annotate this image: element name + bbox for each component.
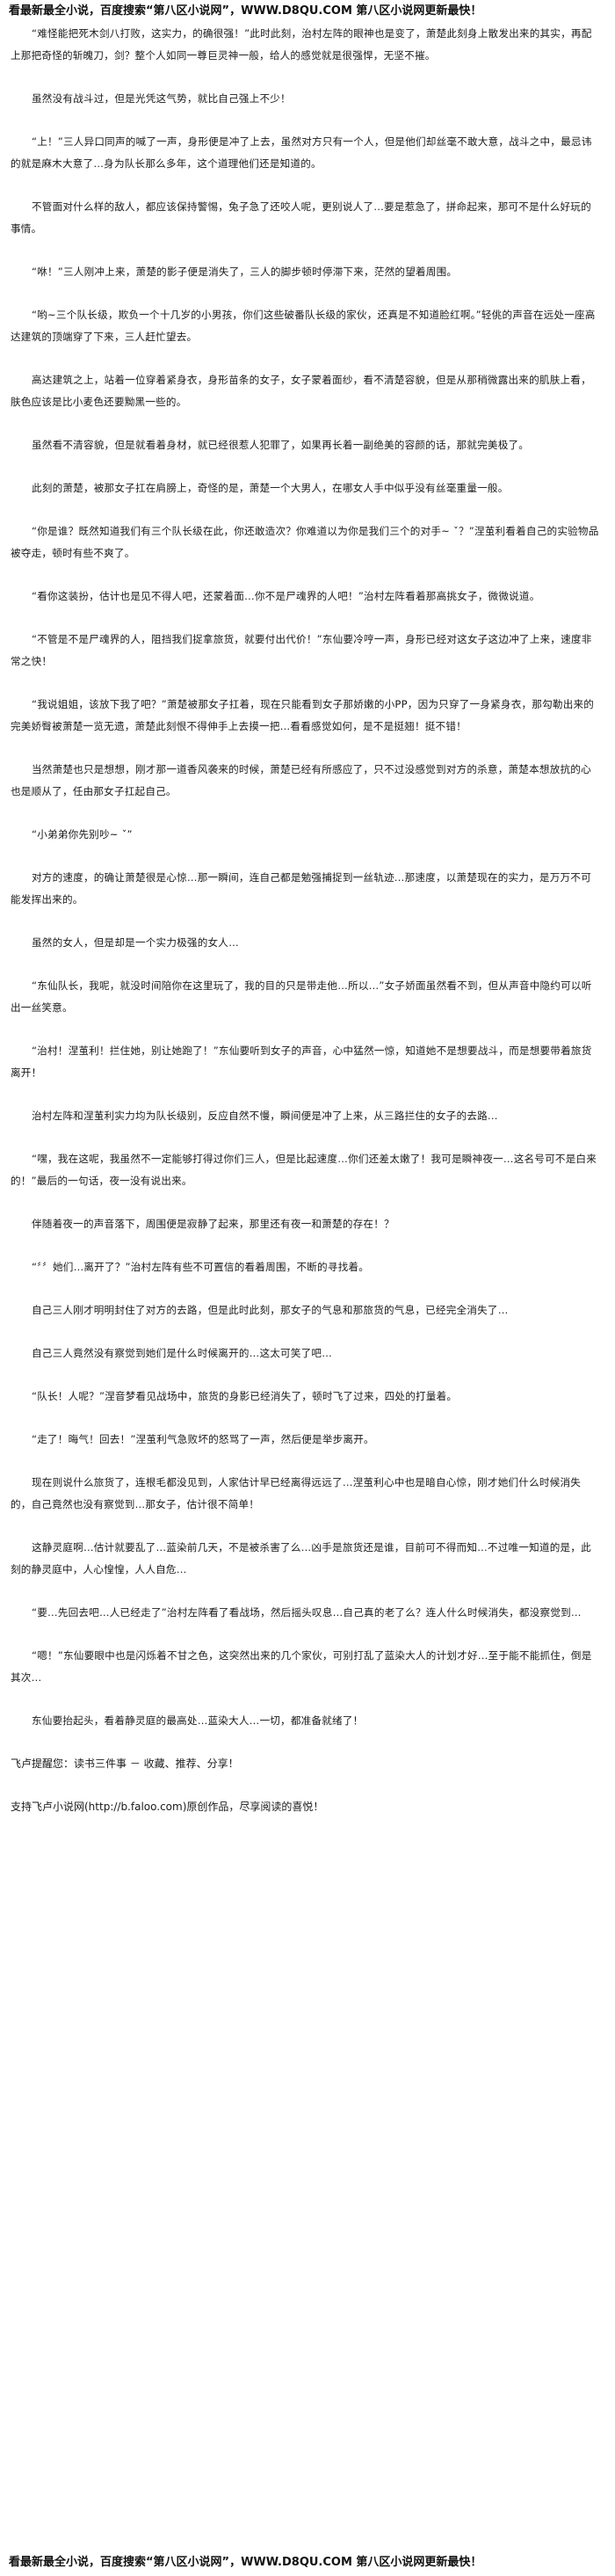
paragraph-gap <box>11 1127 601 1148</box>
paragraph-gap <box>11 348 601 369</box>
paragraph-gap <box>11 1278 601 1299</box>
chapter-content: “难怪能把死木剑八打败，这实力，的确很强！”此时此刻，治村左阵的眼神也是变了，萧… <box>11 23 601 2546</box>
paragraph-gap <box>11 1732 601 1753</box>
paragraph-gap <box>11 175 601 196</box>
paragraph: “走了！晦气！回去！”涅茧利气急败坏的怒骂了一声，然后便是举步离开。 <box>32 1433 374 1445</box>
paragraph: “嘿，我在这呢，我虽然不一定能够打得过你们三人，但是比起速度…你们还差太嫩了！我… <box>11 1153 597 1187</box>
paragraph: 伴随着夜一的声音落下，周围便是寂静了起来，那里还有夜一和萧楚的存在！？ <box>32 1218 394 1230</box>
paragraph-gap <box>11 456 601 477</box>
paragraph: “上！”三人异口同声的喊了一声，身形便是冲了上去，虽然对方只有一个人，但是他们却… <box>11 135 592 170</box>
paragraph-gap <box>11 1408 601 1429</box>
paragraph: “东仙队长，我呢，就没时间陪你在这里玩了，我的目的只是带走他…所以…”女子娇面虽… <box>11 979 592 1014</box>
paragraph: 虽然的女人，但是却是一个实力极强的女人… <box>32 936 239 949</box>
paragraph: 自己三人竟然没有察觉到她们是什么时候离开的…这太可笑了吧… <box>32 1347 333 1359</box>
paragraph-gap <box>11 911 601 932</box>
paragraph-gap <box>11 1624 601 1645</box>
paragraph: 治村左阵和涅茧利实力均为队长级别，反应自然不慢，瞬间便是冲了上来，从三路拦住的女… <box>32 1110 498 1122</box>
paragraph-gap <box>11 1235 601 1256</box>
paragraph: 对方的速度，的确让萧楚很是心惊…那一瞬间，连自己都是勉强捕捉到一丝轨迹…那速度，… <box>11 871 591 906</box>
paragraph: “要…先回去吧…人已经走了”治村左阵看了看战场，然后摇头叹息…自己真的老了么？连… <box>32 1606 582 1619</box>
paragraph-gap <box>11 1516 601 1537</box>
paragraph-gap <box>11 1775 601 1796</box>
paragraph-gap <box>11 1019 601 1040</box>
paragraph: “看你这装扮，估计也是见不得人吧，还蒙着面…你不是尸魂界的人吧！”治村左阵看着那… <box>32 590 540 602</box>
paragraph-gap <box>11 1321 601 1343</box>
paragraph: 当然萧楚也只是想想，刚才那一道香风袭来的时候，萧楚已经有所感应了，只不过没感觉到… <box>11 763 591 797</box>
paragraph: “小弟弟你先别吵~ ˇ” <box>32 828 133 840</box>
paragraph-gap <box>11 1192 601 1213</box>
paragraph-gap <box>11 1084 601 1105</box>
paragraph: “治村！涅茧利！拦住她，别让她跑了！”东仙要听到女子的声音，心中猛然一惊，知道她… <box>11 1044 592 1079</box>
paragraph: “队长！人呢？”涅音梦看见战场中，旅货的身影已经消失了，顿时飞了过来，四处的打量… <box>32 1390 458 1402</box>
support-line: 支持飞卢小说网(http://b.faloo.com)原创作品，尽享阅读的喜悦！ <box>11 1801 324 1813</box>
paragraph: 现在则说什么旅货了，连根毛都没见到，人家估计早已经离得远远了…涅茧利心中也是暗自… <box>11 1476 582 1510</box>
author-note: 飞卢提醒您：读书三件事 － 收藏、推荐、分享！ <box>11 1757 239 1770</box>
paragraph-gap <box>11 413 601 434</box>
paragraph: 虽然看不清容貌，但是就看着身材，就已经很惹人犯罪了，如果再长着一副绝美的容颜的话… <box>32 439 530 451</box>
paragraph-gap <box>11 240 601 261</box>
paragraph: 东仙要抬起头，看着静灵庭的最高处…蓝染大人…一切，都准备就绪了！ <box>32 1714 364 1727</box>
paragraph: “我说姐姐，该放下我了吧？”萧楚被那女子扛着，现在只能看到女子那娇嫩的小PP，因… <box>11 698 595 732</box>
paragraph: “哟~三个队长级，欺负一个十几岁的小男孩，你们这些破番队长级的家伙，还真是不知道… <box>11 309 596 343</box>
site-banner-top: 看最新最全小说，百度搜索“第八区小说网”，WWW.D8QU.COM 第八区小说网… <box>9 4 482 18</box>
paragraph-gap <box>11 499 601 520</box>
paragraph-gap <box>11 1364 601 1386</box>
paragraph-gap <box>11 564 601 586</box>
paragraph-gap <box>11 846 601 867</box>
paragraph: “嗯！”东仙要眼中也是闪烁着不甘之色，这突然出来的几个家伙，可别打乱了蓝染大人的… <box>11 1649 592 1684</box>
paragraph-gap <box>11 67 601 88</box>
paragraph: 虽然没有战斗过，但是光凭这气势，就比自己强上不少！ <box>32 92 291 105</box>
paragraph-gap <box>11 738 601 759</box>
paragraph-gap <box>11 1451 601 1472</box>
site-banner-bottom: 看最新最全小说，百度搜索“第八区小说网”，WWW.D8QU.COM 第八区小说网… <box>9 2556 482 2569</box>
paragraph-gap <box>11 1689 601 1710</box>
paragraph: 高达建筑之上，站着一位穿着紧身衣，身形苗条的女子，女子蒙着面纱，看不清楚容貌，但… <box>11 374 591 408</box>
paragraph: “〞〞她们…离开了？”治村左阵有些不可置信的看着周围，不断的寻找着。 <box>32 1261 370 1273</box>
paragraph-gap <box>11 608 601 629</box>
paragraph: “咻！”三人刚冲上来，萧楚的影子便是消失了，三人的脚步顿时停滞下来，茫然的望着周… <box>32 266 458 278</box>
paragraph: “不管是不是尸魂界的人，阻挡我们捉拿旅货，就要付出代价！”东仙要冷哼一声，身形已… <box>11 633 592 667</box>
paragraph-gap <box>11 803 601 824</box>
paragraph-gap <box>11 954 601 975</box>
paragraph: 此刻的萧楚，被那女子扛在肩膀上，奇怪的是，萧楚一个大男人，在哪女人手中似乎没有丝… <box>32 482 509 494</box>
paragraph: “你是谁？既然知道我们有三个队长级在此，你还敢造次？你难道以为你是我们三个的对手… <box>11 525 599 559</box>
paragraph: 不管面对什么样的敌人，都应该保持警惕，兔子急了还咬人呢，更别说人了…要是惹急了，… <box>11 200 591 235</box>
paragraph-gap <box>11 110 601 131</box>
paragraph: 这静灵庭啊…估计就要乱了…蓝染前几天，不是被杀害了么…凶手是旅货还是谁，目前可不… <box>11 1541 591 1575</box>
paragraph-gap <box>11 673 601 694</box>
paragraph: “难怪能把死木剑八打败，这实力，的确很强！”此时此刻，治村左阵的眼神也是变了，萧… <box>11 27 592 62</box>
paragraph: 自己三人刚才明明封住了对方的去路，但是此时此刻，那女子的气息和那旅货的气息，已经… <box>32 1304 509 1316</box>
paragraph-gap <box>11 283 601 304</box>
paragraph-gap <box>11 1581 601 1602</box>
